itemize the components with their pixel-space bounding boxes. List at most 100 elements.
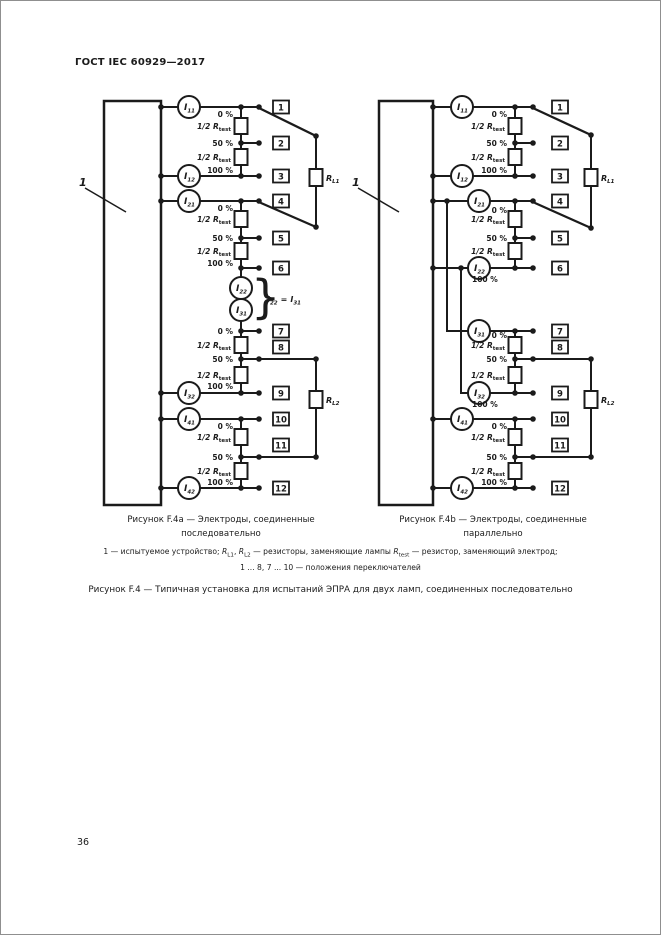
svg-text:100 %: 100 % [472,275,498,284]
dut-label: 1 [352,176,360,189]
figure-a-caption: Рисунок F.4a — Электроды, соединенные по… [81,513,361,541]
ammeter-label: I22 [236,284,247,296]
svg-text:100 %: 100 % [207,166,233,175]
svg-text:1/2 Rtest: 1/2 Rtest [471,215,505,226]
switch-position-boxes-f4a: 1 2 3 4 5 6 7 8 9 10 11 12 [272,99,290,496]
svg-text:3: 3 [557,173,563,183]
ammeter-label: I11 [457,103,468,115]
svg-text:5: 5 [557,235,563,245]
svg-text:1/2 Rtest: 1/2 Rtest [471,122,505,133]
svg-text:5: 5 [278,235,284,245]
figure-b-caption: Рисунок F.4b — Электроды, соединенные па… [353,513,633,541]
svg-text:0 %: 0 % [218,110,234,119]
ammeter-label: I32 [184,389,195,401]
brace: } [251,270,280,324]
ammeters-f4a: I11 I12 I21 I22 I31 I32 I41 I42 [177,95,253,500]
svg-text:100 %: 100 % [207,259,233,268]
svg-text:0 %: 0 % [492,110,508,119]
ammeter-i11 [450,95,474,119]
svg-text:50 %: 50 % [486,234,507,243]
ammeter-i22 [467,256,491,280]
ammeter-i31 [467,319,491,343]
circuit-diagram-f4a: I11 I12 I21 I22 I31 I32 I41 I42 [79,95,340,507]
wiring-f4b [357,99,593,507]
svg-text:0 %: 0 % [218,422,234,431]
svg-text:1/2 Rtest: 1/2 Rtest [197,153,231,164]
svg-text:50 %: 50 % [212,139,233,148]
svg-text:1: 1 [278,104,284,114]
ammeter-i32 [177,381,201,405]
ammeter-i21 [177,189,201,213]
junction-dots-f4a [158,104,319,491]
svg-text:9: 9 [557,390,563,400]
svg-text:1: 1 [557,104,563,114]
svg-text:1/2 Rtest: 1/2 Rtest [197,215,231,226]
svg-text:0 %: 0 % [492,331,508,340]
ammeter-i41 [177,407,201,431]
svg-text:1/2 Rtest: 1/2 Rtest [197,341,231,352]
ammeter-i32 [467,381,491,405]
ammeter-i42 [177,476,201,500]
switch-arm-2 [533,201,593,230]
svg-text:50 %: 50 % [212,234,233,243]
svg-text:4: 4 [278,198,284,208]
ammeters-f4b: I11 I12 I21 I22 I31 I32 I41 I42 [450,95,491,500]
svg-text:1/2 Rtest: 1/2 Rtest [197,433,231,444]
legend-line1: 1 — испытуемое устройство; RL1, RL2 — ре… [103,547,558,559]
switch-position-boxes-f4b: 1 2 3 4 5 6 7 8 9 10 11 12 [551,99,569,496]
svg-text:1/2 Rtest: 1/2 Rtest [197,467,231,478]
ammeter-label: I41 [184,415,195,427]
svg-text:0 %: 0 % [218,204,234,213]
figure-b-caption-line1: Рисунок F.4b — Электроды, соединенные [399,515,587,525]
svg-text:6: 6 [278,265,284,275]
ammeter-i12 [450,164,474,188]
lamp-resistor-rl2 [308,390,324,409]
svg-text:0 %: 0 % [492,206,508,215]
svg-text:1/2 Rtest: 1/2 Rtest [197,122,231,133]
device-under-test-box [377,99,435,507]
ammeter-label: I41 [457,415,468,427]
lamp-resistor-rl2 [583,390,599,409]
svg-text:6: 6 [557,265,563,275]
svg-text:50 %: 50 % [486,139,507,148]
device-under-test-box [102,99,163,507]
svg-text:11: 11 [275,442,287,452]
figure-legend: 1 — испытуемое устройство; RL1, RL2 — ре… [1,546,660,574]
ammeter-label: I32 [474,389,485,401]
equality-annotation: I22=I31 [267,295,301,307]
page-number: 36 [77,837,90,848]
wiring-f4a [84,99,318,507]
svg-text:50 %: 50 % [486,453,507,462]
figure-main-caption: Рисунок F.4 — Типичная установка для исп… [88,585,573,595]
svg-text:50 %: 50 % [486,355,507,364]
svg-text:9: 9 [278,390,284,400]
percent-labels-f4a: 0 % 1/2 Rtest 50 % 1/2 Rtest 100 % 0 % 1… [197,110,233,487]
resistors-f4b [507,117,599,480]
svg-text:1/2 Rtest: 1/2 Rtest [471,247,505,258]
ammeter-label: I12 [184,172,195,184]
svg-text:50 %: 50 % [212,453,233,462]
svg-text:4: 4 [557,198,563,208]
ammeter-label: I21 [184,197,195,209]
dut-label: 1 [79,176,87,189]
svg-text:7: 7 [557,328,563,338]
svg-text:100 %: 100 % [207,478,233,487]
svg-text:100 %: 100 % [481,478,507,487]
ammeter-label: I21 [474,197,485,209]
svg-text:10: 10 [275,416,287,426]
lamp-resistor-rl1 [583,168,599,187]
switch-arm-2 [259,201,318,229]
rl1-label: RL1 [601,174,615,185]
svg-text:0 %: 0 % [492,422,508,431]
ammeter-label: I31 [474,327,485,339]
svg-text:8: 8 [278,344,284,354]
svg-text:100 %: 100 % [207,382,233,391]
svg-text:11: 11 [554,442,566,452]
svg-text:1/2 Rtest: 1/2 Rtest [471,153,505,164]
rl2-label: RL2 [326,396,340,407]
junction-dots-f4b [430,104,594,491]
legend-line2: 1 ... 8, 7 ... 10 — положения переключат… [240,562,421,572]
figure-a-caption-line1: Рисунок F.4a — Электроды, соединенные [127,515,315,525]
rl1-label: RL1 [326,174,340,185]
svg-text:1/2 Rtest: 1/2 Rtest [471,341,505,352]
